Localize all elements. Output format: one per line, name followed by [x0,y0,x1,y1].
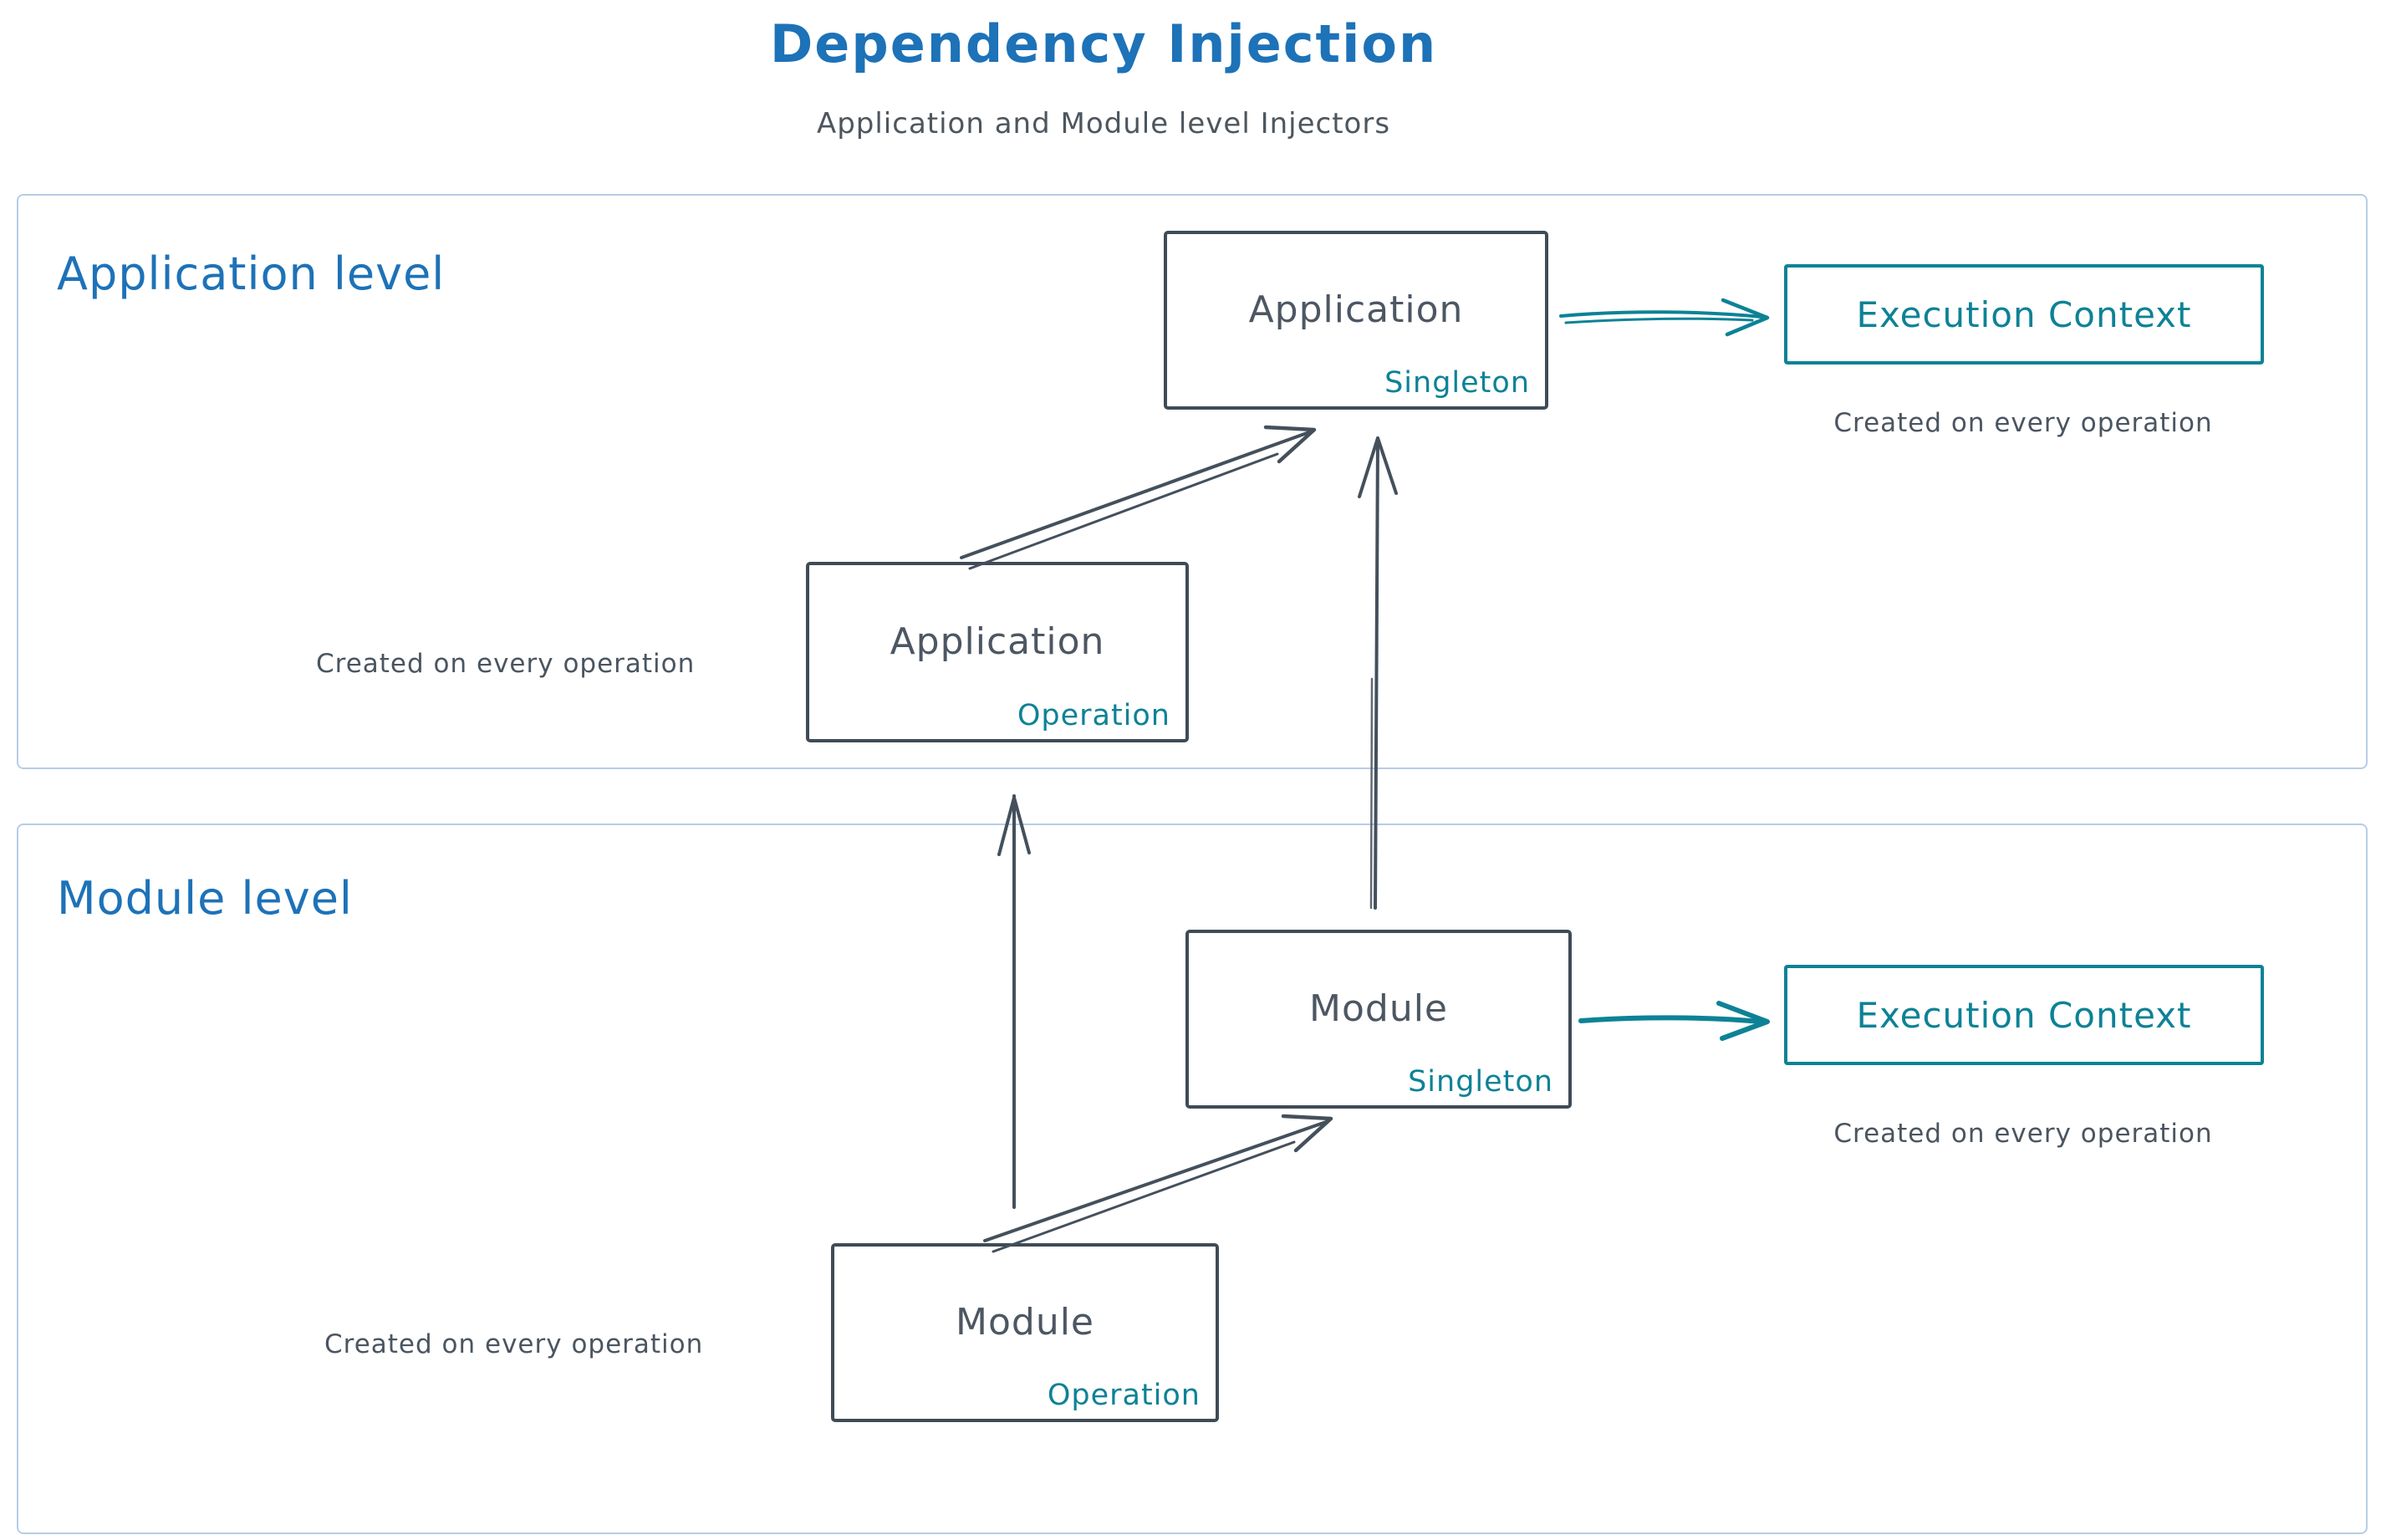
module-level-label: Module level [57,872,353,925]
module-level-container: Module level [17,824,2368,1534]
module-operation-box: Module Operation [831,1243,1219,1422]
module-singleton-name: Module [1309,987,1448,1030]
module-operation-name: Module [956,1300,1094,1344]
module-singleton-scope-label: Singleton [1408,1065,1553,1099]
application-level-container: Application level [17,194,2368,769]
application-execution-context-label: Execution Context [1856,293,2192,335]
diagram-subtitle: Application and Module level Injectors [816,107,1391,140]
module-singleton-box: Module Singleton [1185,930,1572,1109]
module-execution-context-label: Execution Context [1856,994,2192,1036]
diagram-title: Dependency Injection [769,13,1438,74]
application-singleton-scope-label: Singleton [1384,366,1530,400]
application-operation-caption: Created on every operation [316,649,696,679]
application-operation-name: Application [890,620,1105,663]
application-execution-context-caption: Created on every operation [1833,408,2213,438]
application-singleton-name: Application [1248,288,1464,331]
application-execution-context-box: Execution Context [1784,264,2264,365]
application-singleton-box: Application Singleton [1164,231,1548,410]
application-operation-scope-label: Operation [1017,699,1170,732]
module-operation-caption: Created on every operation [324,1329,704,1359]
module-operation-scope-label: Operation [1047,1379,1201,1412]
module-execution-context-box: Execution Context [1784,965,2264,1065]
application-operation-box: Application Operation [806,562,1189,742]
application-level-label: Application level [57,247,446,300]
module-execution-context-caption: Created on every operation [1833,1119,2213,1149]
